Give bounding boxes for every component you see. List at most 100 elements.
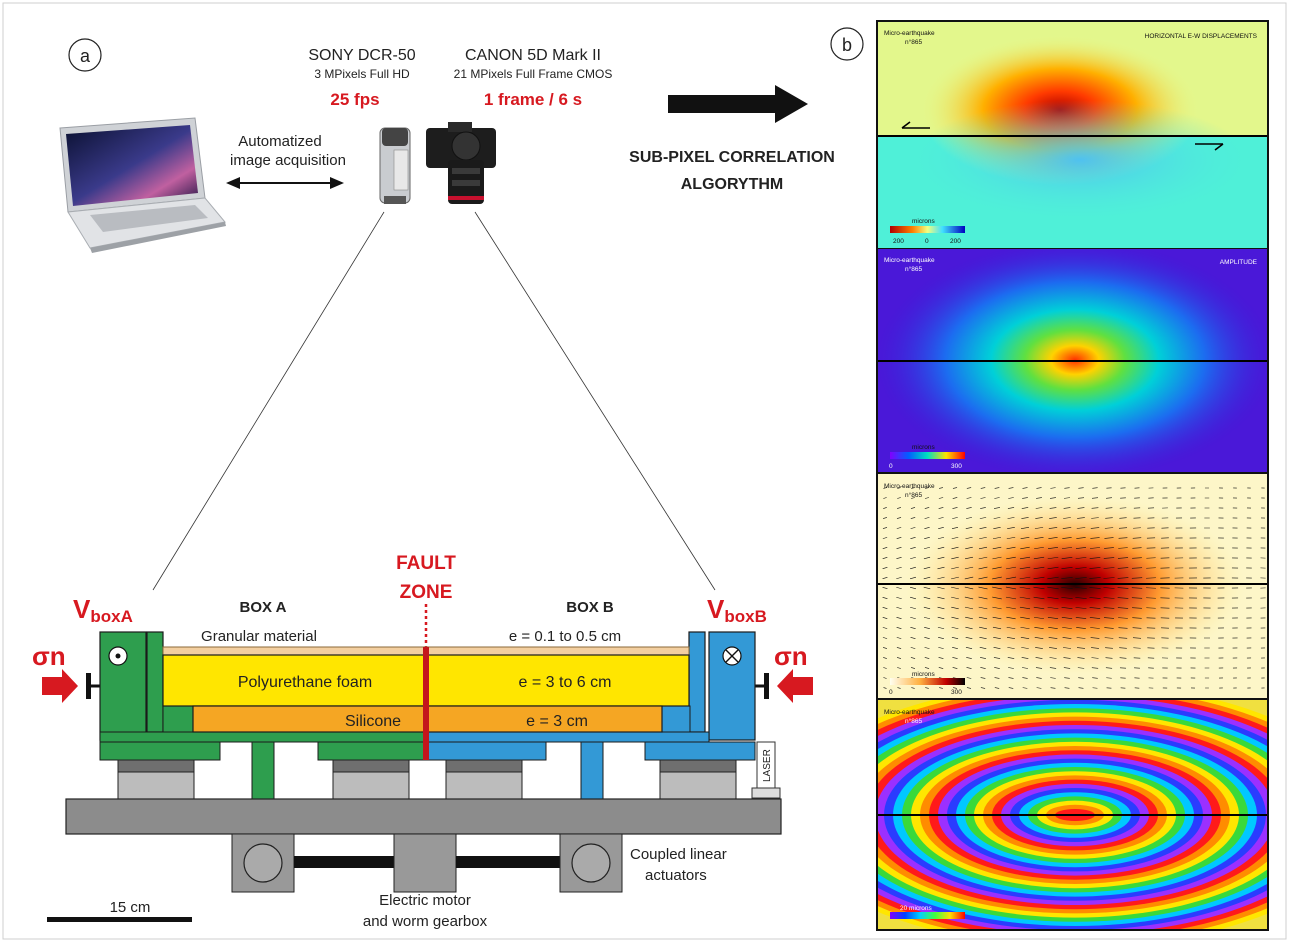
displacement-vector xyxy=(951,527,959,529)
displacement-vector xyxy=(910,537,916,539)
displacement-vector xyxy=(1063,507,1071,509)
displacement-vector xyxy=(897,497,901,499)
displacement-vector xyxy=(951,616,959,620)
displacement-vector xyxy=(1131,577,1143,579)
displacement-vector xyxy=(1077,497,1085,499)
displacement-vector xyxy=(992,556,1002,560)
sinistral-arrow-left xyxy=(901,121,930,129)
displacement-vector xyxy=(910,546,916,550)
displacement-vector xyxy=(980,677,986,679)
displacement-vector xyxy=(965,536,973,540)
displacement-vector xyxy=(910,527,916,529)
map3-title-2: n°865 xyxy=(905,491,922,499)
displacement-vector xyxy=(993,507,1001,509)
displacement-vector xyxy=(896,537,902,539)
displacement-vector xyxy=(1090,537,1100,539)
displacement-vector xyxy=(1020,616,1030,620)
displacement-vector xyxy=(966,497,972,499)
displacement-vector xyxy=(1021,517,1029,519)
displacement-vector xyxy=(923,616,931,620)
displacement-vector xyxy=(1104,637,1114,639)
displacement-vector xyxy=(883,507,887,509)
vbox-b-label: VboxB xyxy=(707,594,767,626)
displacement-vector xyxy=(979,536,987,540)
displacement-vector xyxy=(992,606,1002,610)
displacement-vector xyxy=(1035,667,1043,669)
displacement-vector xyxy=(993,527,1001,529)
bearing-blocks xyxy=(117,759,737,800)
displacement-vector xyxy=(909,586,917,590)
displacement-vector xyxy=(1020,527,1030,529)
displacement-vector xyxy=(924,527,930,529)
displacement-vector xyxy=(1078,487,1084,489)
displacement-vector xyxy=(1006,566,1016,570)
map4-unit: 20 microns xyxy=(900,905,933,912)
displacement-vector xyxy=(1132,637,1142,639)
algorithm-label-1: SUB-PIXEL CORRELATION xyxy=(629,149,835,166)
displacement-vector xyxy=(1061,586,1073,590)
displacement-vector xyxy=(939,687,943,689)
displacement-vector xyxy=(923,566,931,570)
displacement-vector xyxy=(952,507,958,509)
displacement-vector xyxy=(910,616,916,620)
displacement-vector xyxy=(910,507,916,509)
displacement-vector xyxy=(1008,497,1014,499)
displacement-vector xyxy=(1034,527,1044,529)
displacement-vector xyxy=(923,606,931,610)
displacement-vector xyxy=(924,647,930,649)
displacement-vector xyxy=(993,636,1001,640)
displacement-vector xyxy=(896,556,902,560)
displacement-vector xyxy=(994,677,1000,679)
displacement-vector xyxy=(1119,517,1127,519)
displacement-vector xyxy=(938,487,944,489)
displacement-vector xyxy=(1047,596,1059,600)
displacement-vector xyxy=(882,647,888,649)
map2-unit: microns xyxy=(912,444,936,451)
fault-label-2: ZONE xyxy=(400,582,453,603)
displacement-vector xyxy=(952,667,958,669)
displacement-vector xyxy=(1019,556,1031,560)
displacement-vector xyxy=(994,667,1000,669)
displacement-vector xyxy=(1020,536,1030,540)
displacement-vector xyxy=(924,637,930,639)
displacement-vector xyxy=(1075,567,1087,569)
displacement-vector xyxy=(965,546,973,550)
displacement-vector xyxy=(910,637,916,639)
acquisition-label-2: image acquisition xyxy=(230,152,346,169)
motor-gearbox xyxy=(393,833,457,893)
displacement-vector xyxy=(897,687,901,689)
displacement-vector xyxy=(1033,556,1045,560)
displacement-vector xyxy=(1049,497,1057,499)
sony-name: SONY DCR-50 xyxy=(308,47,415,64)
displacement-vector xyxy=(1006,616,1016,620)
displacement-vector xyxy=(1034,637,1044,639)
displacement-vector xyxy=(978,586,988,590)
displacement-vector xyxy=(896,547,902,549)
displacement-vector xyxy=(883,657,887,659)
displacement-vector xyxy=(923,546,931,550)
displacement-vector xyxy=(910,647,916,649)
displacement-vector xyxy=(937,536,945,540)
box-b-label: BOX B xyxy=(566,599,614,616)
displacement-vector xyxy=(1118,637,1128,639)
laptop-icon xyxy=(59,117,226,253)
displacement-vector xyxy=(1090,627,1100,629)
displacement-vector xyxy=(1132,607,1142,609)
displacement-vector xyxy=(1049,507,1057,509)
map2-title-1: Micro-earthquake xyxy=(884,257,935,264)
displacement-vector xyxy=(909,576,917,580)
displacement-vector xyxy=(1090,637,1100,639)
panel-a-label: a xyxy=(68,38,102,72)
map2-corner-label: AMPLITUDE xyxy=(1220,259,1258,266)
displacement-vector xyxy=(1063,657,1071,659)
displacement-vector xyxy=(897,487,901,489)
displacement-vector xyxy=(1103,577,1115,579)
displacement-vector xyxy=(1131,567,1143,569)
displacement-vector xyxy=(1077,657,1085,659)
displacement-vector xyxy=(1035,507,1043,509)
displacement-vector xyxy=(1133,527,1141,529)
displacement-vector xyxy=(938,667,944,669)
algorithm-label-2: ALGORYTHM xyxy=(681,176,784,193)
displacement-vector xyxy=(978,566,988,570)
